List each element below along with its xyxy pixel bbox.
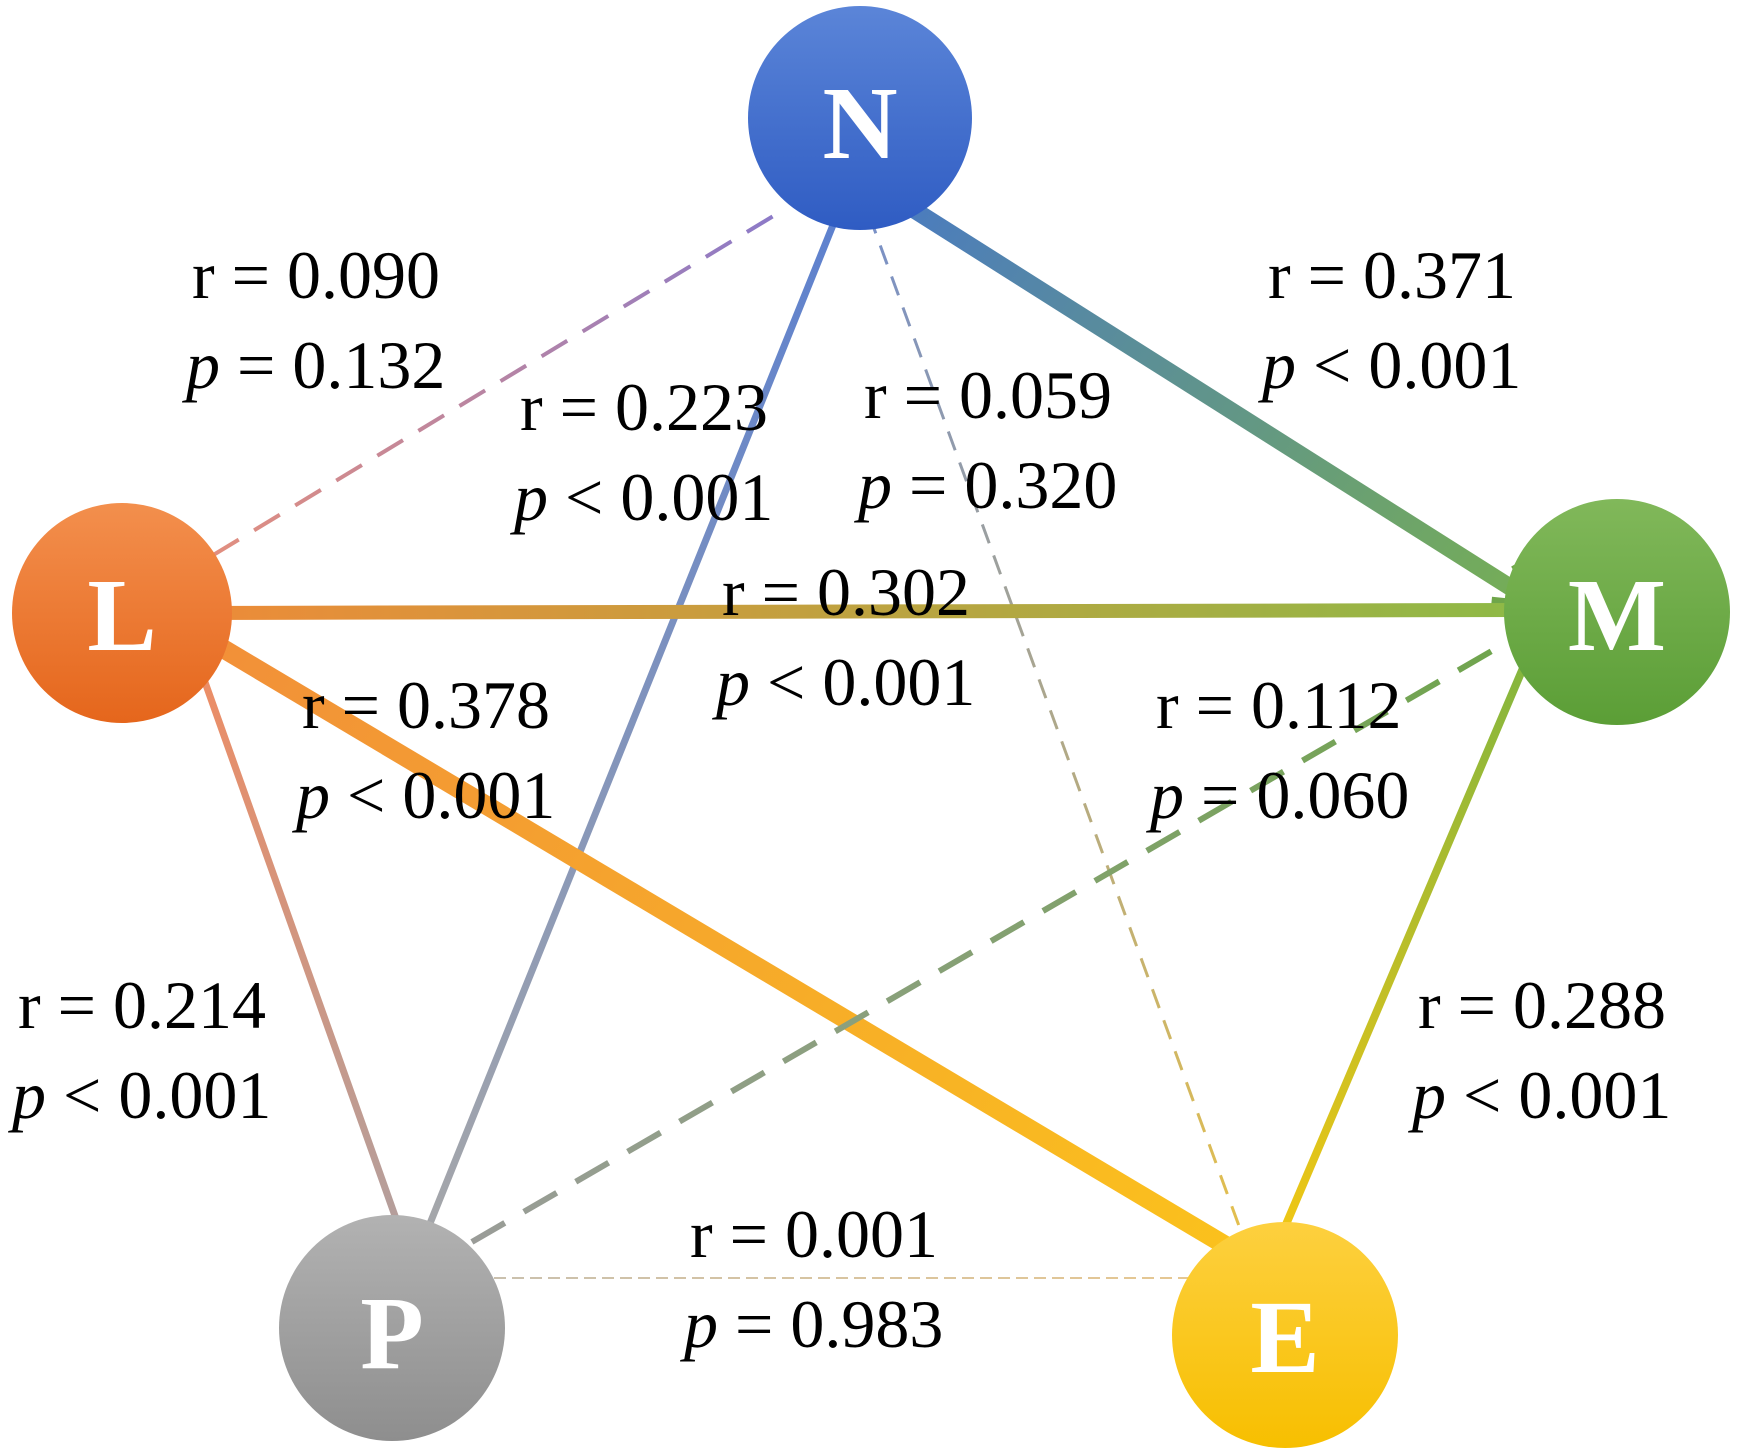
edge-N-M-r: r = 0.371 (1268, 237, 1516, 313)
node-P: P (279, 1215, 505, 1441)
node-L: L (12, 503, 232, 723)
node-P-label: P (360, 1276, 424, 1391)
edge-P-N-p: p < 0.001 (510, 459, 773, 535)
node-L-label: L (87, 558, 156, 673)
edges (170, 174, 1542, 1279)
edge-M-E (1266, 638, 1539, 1262)
edge-E-L-p: p < 0.001 (292, 757, 555, 833)
edge-E-N (866, 211, 1252, 1257)
edge-L-P-p: p < 0.001 (8, 1057, 271, 1133)
edge-L-N (170, 213, 777, 582)
edge-L-N-r: r = 0.090 (192, 237, 440, 313)
edge-N-M (865, 174, 1540, 614)
edge-M-L (172, 610, 1539, 613)
nodes: N L M P E (12, 6, 1730, 1448)
edge-P-M (418, 620, 1542, 1275)
edge-P-M-r: r = 0.112 (1156, 667, 1401, 743)
node-N-label: N (822, 66, 897, 181)
edge-E-N-r: r = 0.059 (864, 357, 1112, 433)
edge-E-N-p: p = 0.320 (854, 447, 1117, 523)
edge-P-N-r: r = 0.223 (520, 369, 768, 445)
edge-M-E-r: r = 0.288 (1418, 967, 1666, 1043)
node-E: E (1172, 1222, 1398, 1448)
edge-P-E-r: r = 0.001 (690, 1196, 938, 1272)
edge-labels: r = 0.090 p = 0.132 r = 0.371 p < 0.001 … (8, 237, 1671, 1362)
edge-M-E-p: p < 0.001 (1408, 1057, 1671, 1133)
node-M: M (1504, 499, 1730, 725)
edge-L-P (186, 638, 410, 1258)
node-M-label: M (1568, 558, 1666, 673)
edge-M-L-p: p < 0.001 (712, 644, 975, 720)
edge-M-L-r: r = 0.302 (722, 554, 970, 630)
edge-L-P-r: r = 0.214 (18, 967, 266, 1043)
edge-E-L (175, 611, 1255, 1269)
edge-L-N-p: p = 0.132 (182, 327, 445, 403)
edge-N-M-p: p < 0.001 (1258, 327, 1521, 403)
edge-E-L-r: r = 0.378 (302, 667, 550, 743)
node-N: N (748, 6, 972, 230)
edge-P-N (408, 178, 852, 1270)
node-E-label: E (1250, 1280, 1319, 1395)
edge-P-E-p: p = 0.983 (680, 1286, 943, 1362)
edge-P-M-p: p = 0.060 (1146, 757, 1409, 833)
